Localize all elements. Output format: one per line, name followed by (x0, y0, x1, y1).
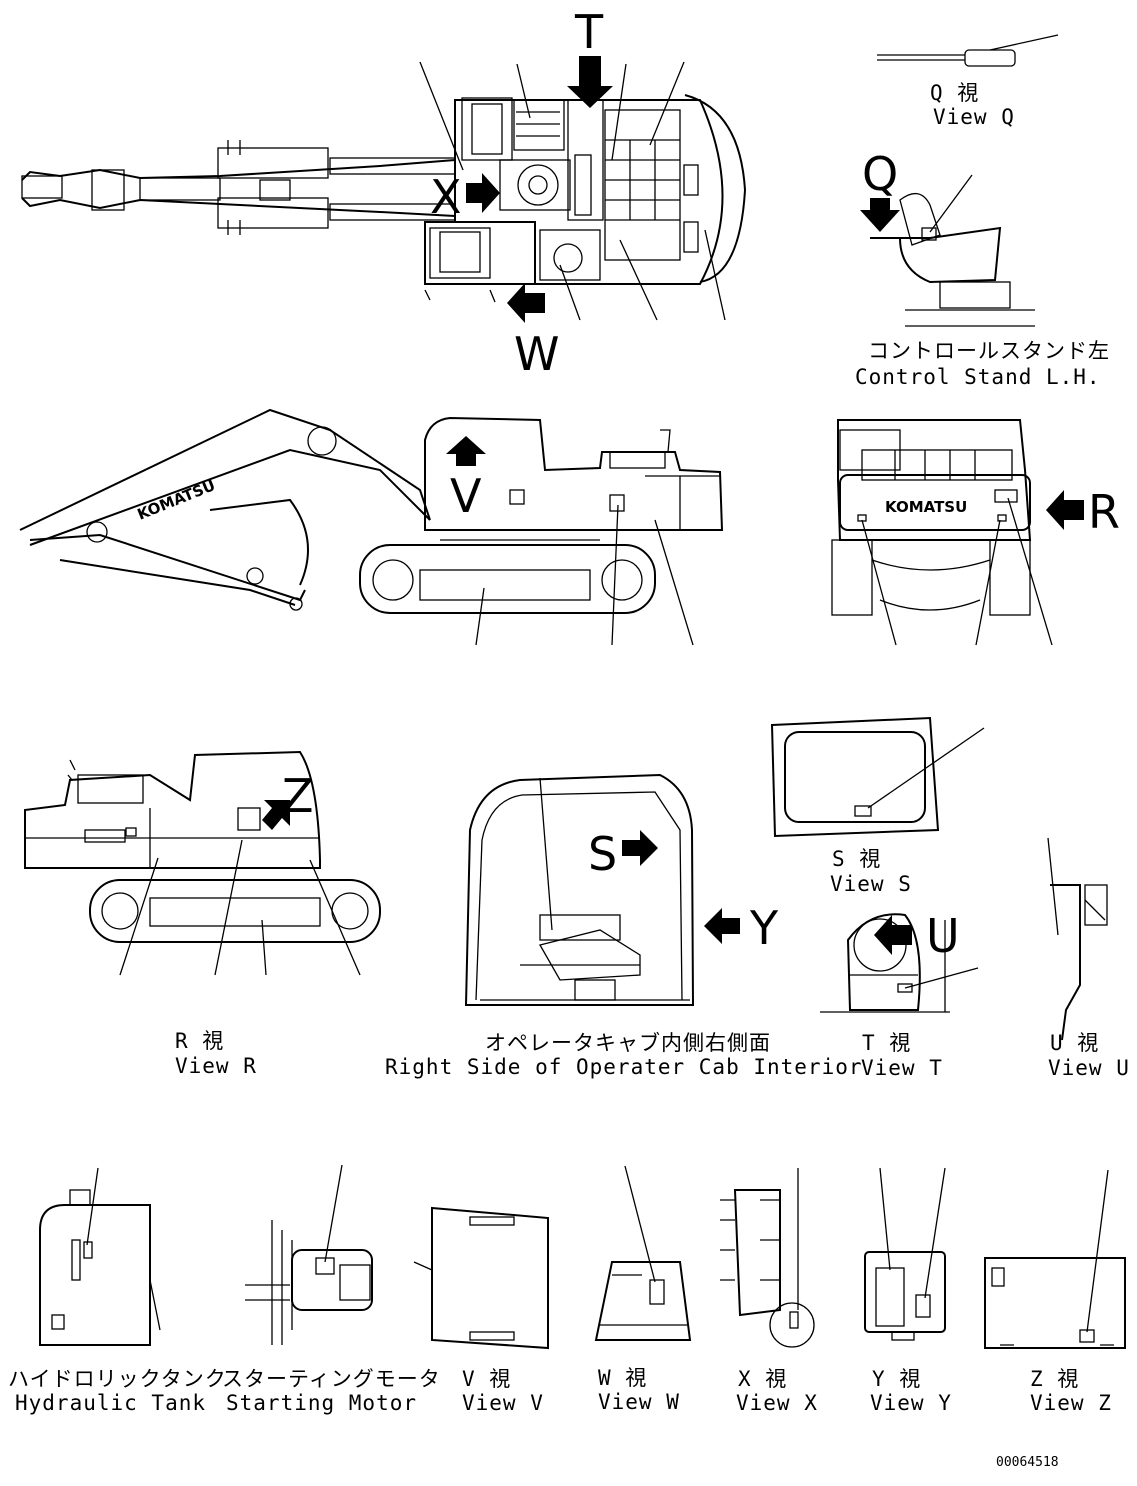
view-arrow-icon (874, 915, 912, 955)
view-arrow-icon (860, 198, 900, 232)
hydraulic-tank-detail: ハイドロリックタンク Hydraulic Tank (8, 1167, 227, 1415)
caption-en: View R (175, 1054, 257, 1078)
view-arrow-icon (704, 908, 740, 944)
view-s-detail: S 視 View S (770, 716, 985, 896)
caption-en: View T (861, 1056, 943, 1080)
caption-jp: T 視 (862, 1031, 911, 1055)
view-letter-t: T (574, 5, 604, 59)
caption-jp: コントロールスタンド左 (868, 339, 1110, 363)
view-arrow-icon (567, 56, 613, 108)
view-letter-y: Y (749, 901, 779, 955)
view-t-detail: U T 視 View T (820, 909, 979, 1080)
caption-en: Starting Motor (226, 1391, 417, 1415)
caption-en: Control Stand L.H. (855, 365, 1101, 389)
view-arrow-icon (622, 830, 658, 866)
caption-en: Right Side of Operater Cab Interior (385, 1055, 863, 1079)
caption-jp: Y 視 (872, 1367, 921, 1391)
view-q-detail: Q 視 View Q (877, 34, 1059, 129)
view-x-detail: X 視 View X (720, 1168, 818, 1415)
view-letter-z: Z (282, 769, 314, 823)
caption-jp: ハイドロリックタンク (8, 1367, 227, 1391)
caption-jp: U 視 (1050, 1031, 1099, 1055)
view-letter-u: U (926, 909, 960, 963)
view-letter-q: Q (862, 147, 898, 201)
view-letter-v: V (450, 469, 482, 523)
view-arrow-icon (262, 800, 290, 830)
cab-interior-view: S Y オペレータキャブ内側右側面 Right Side of Operater… (385, 773, 863, 1079)
caption-en: View Q (933, 105, 1015, 129)
starting-motor-detail: スターティングモータ Starting Motor (222, 1164, 441, 1415)
caption-jp: Z 視 (1030, 1367, 1079, 1391)
caption-en: View Z (1030, 1391, 1112, 1415)
caption-jp: S 視 (832, 847, 881, 871)
caption-en: View U (1048, 1056, 1130, 1080)
caption-en: View W (598, 1390, 680, 1414)
view-letter-r: R (1088, 485, 1120, 539)
caption-en: View S (830, 872, 912, 896)
brand-logo: KOMATSU (885, 498, 967, 516)
view-letter-x: X (430, 170, 462, 224)
caption-en: Hydraulic Tank (15, 1391, 206, 1415)
caption-jp: オペレータキャブ内側右側面 (485, 1031, 771, 1055)
view-arrow-icon (466, 173, 500, 213)
view-letter-w: W (514, 327, 559, 381)
caption-jp: スターティングモータ (222, 1367, 441, 1391)
caption-jp: V 視 (462, 1367, 511, 1391)
control-stand-detail: Q コントロールスタンド左 Control Stand L.H. (855, 147, 1110, 389)
view-arrow-icon (507, 283, 545, 323)
top-plan-view: T X W (21, 5, 747, 381)
view-arrow-icon (446, 436, 486, 466)
caption-jp: R 視 (175, 1029, 224, 1053)
side-view-right: Z R 視 View R (24, 750, 381, 1078)
view-v-detail: V 視 View V (413, 1206, 549, 1415)
caption-jp: X 視 (738, 1367, 787, 1391)
brand-logo: KOMATSU (135, 476, 218, 524)
view-z-detail: Z 視 View Z (984, 1169, 1126, 1415)
caption-en: View X (736, 1391, 818, 1415)
rear-view: KOMATSU R (831, 419, 1120, 646)
caption-jp: Q 視 (930, 81, 979, 105)
caption-en: View Y (870, 1391, 952, 1415)
view-letter-s: S (588, 827, 617, 881)
drawing-number: 00064518 (996, 1455, 1059, 1470)
view-arrow-icon (1046, 490, 1084, 530)
view-u-detail: U 視 View U (1047, 837, 1130, 1080)
caption-en: View V (462, 1391, 544, 1415)
side-view-left: KOMATSU V (19, 408, 724, 646)
view-y-detail: Y 視 View Y (864, 1167, 952, 1415)
view-w-detail: W 視 View W (594, 1165, 692, 1414)
caption-jp: W 視 (598, 1366, 647, 1390)
